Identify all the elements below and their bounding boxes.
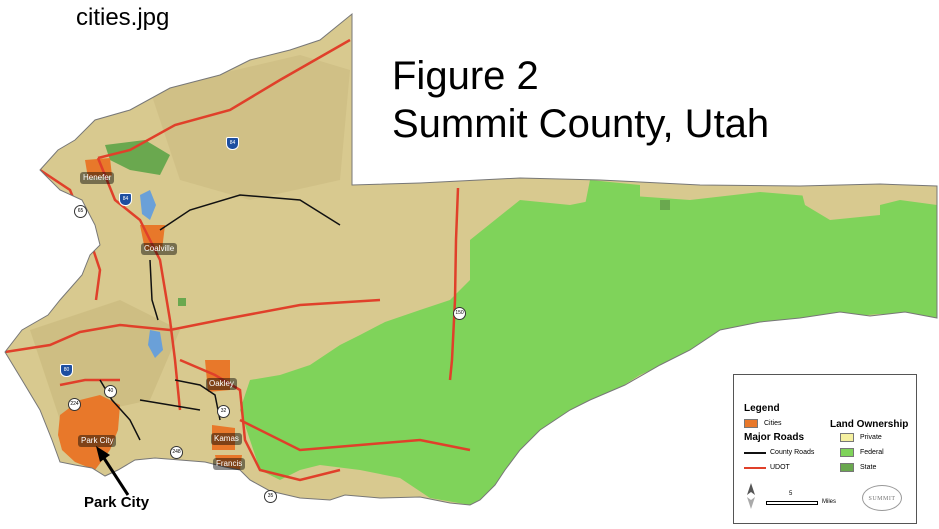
city-label-oakley: Oakley xyxy=(206,378,237,390)
federal-land-area xyxy=(585,180,640,225)
relief-shade xyxy=(30,300,180,420)
scale-bar xyxy=(766,501,818,505)
north-arrow-icon xyxy=(747,483,755,509)
county-boundary xyxy=(4,12,938,506)
city-label-henefer: Henefer xyxy=(80,172,115,184)
relief-shade xyxy=(150,55,350,200)
legend-udot-label: UDOT xyxy=(770,464,790,471)
scale-unit: Miles xyxy=(822,499,837,505)
state-land-area xyxy=(105,140,170,175)
legend-private-label: Private xyxy=(860,434,882,441)
route-224-shield: 224 xyxy=(68,398,81,411)
park-city-arrow xyxy=(98,451,130,496)
route-40-shield: 40 xyxy=(104,385,117,398)
cities-swatch xyxy=(744,419,758,428)
city-label-kamas: Kamas xyxy=(211,433,242,445)
figure-title: Figure 2 Summit County, Utah xyxy=(392,52,769,148)
park-city-callout: Park City xyxy=(84,494,150,511)
private-land-area xyxy=(800,184,880,220)
county-roads-swatch xyxy=(744,452,766,454)
city-area-kamas xyxy=(212,425,235,450)
route-248-shield: 248 xyxy=(170,446,183,459)
map-legend: Legend Cities Major Roads County Roads U… xyxy=(733,374,917,524)
udot-road xyxy=(179,358,341,482)
route-32-shield: 32 xyxy=(217,405,230,418)
legend-county-roads-label: County Roads xyxy=(770,449,815,456)
legend-land-heading: Land Ownership xyxy=(830,419,909,430)
federal-land-area xyxy=(240,192,937,505)
file-caption: cities.jpg xyxy=(76,4,170,31)
udot-swatch xyxy=(744,467,766,469)
figure-number: Figure 2 xyxy=(392,54,539,98)
summit-county-logo: SUMMIT xyxy=(862,485,902,511)
city-label-francis: Francis xyxy=(213,458,246,470)
route-150-shield: 150 xyxy=(453,307,466,320)
park-city-arrowhead xyxy=(96,446,110,462)
state-land-area xyxy=(660,200,670,210)
city-label-coalville: Coalville xyxy=(141,243,178,255)
route-35-shield: 35 xyxy=(264,490,277,503)
udot-road xyxy=(96,157,182,411)
legend-federal-label: Federal xyxy=(860,449,884,456)
state-land-area xyxy=(178,298,186,306)
interstate-84-shield: 84 xyxy=(226,137,239,150)
rockport-reservoir xyxy=(148,330,163,358)
state-swatch xyxy=(840,463,854,472)
udot-road xyxy=(239,418,471,452)
udot-road xyxy=(97,38,351,160)
legend-roads-heading: Major Roads xyxy=(744,432,805,443)
county-road xyxy=(159,194,341,231)
city-label-park-city: Park City xyxy=(78,435,117,447)
scale-value: 5 xyxy=(789,491,793,497)
county-road xyxy=(149,259,159,321)
interstate-80-shield: 80 xyxy=(60,364,73,377)
udot-road xyxy=(59,378,120,387)
interstate-84-shield: 84 xyxy=(119,193,132,206)
udot-road xyxy=(448,187,460,381)
federal-swatch xyxy=(840,448,854,457)
legend-cities-label: Cities xyxy=(764,420,782,427)
legend-title: Legend xyxy=(744,403,780,414)
county-road xyxy=(139,399,201,411)
figure-subtitle: Summit County, Utah xyxy=(392,102,770,146)
echo-reservoir xyxy=(140,190,156,220)
udot-road xyxy=(5,298,381,354)
legend-state-label: State xyxy=(860,464,877,471)
private-swatch xyxy=(840,433,854,442)
city-area-park-city xyxy=(58,395,120,470)
route-65-shield: 65 xyxy=(74,205,87,218)
